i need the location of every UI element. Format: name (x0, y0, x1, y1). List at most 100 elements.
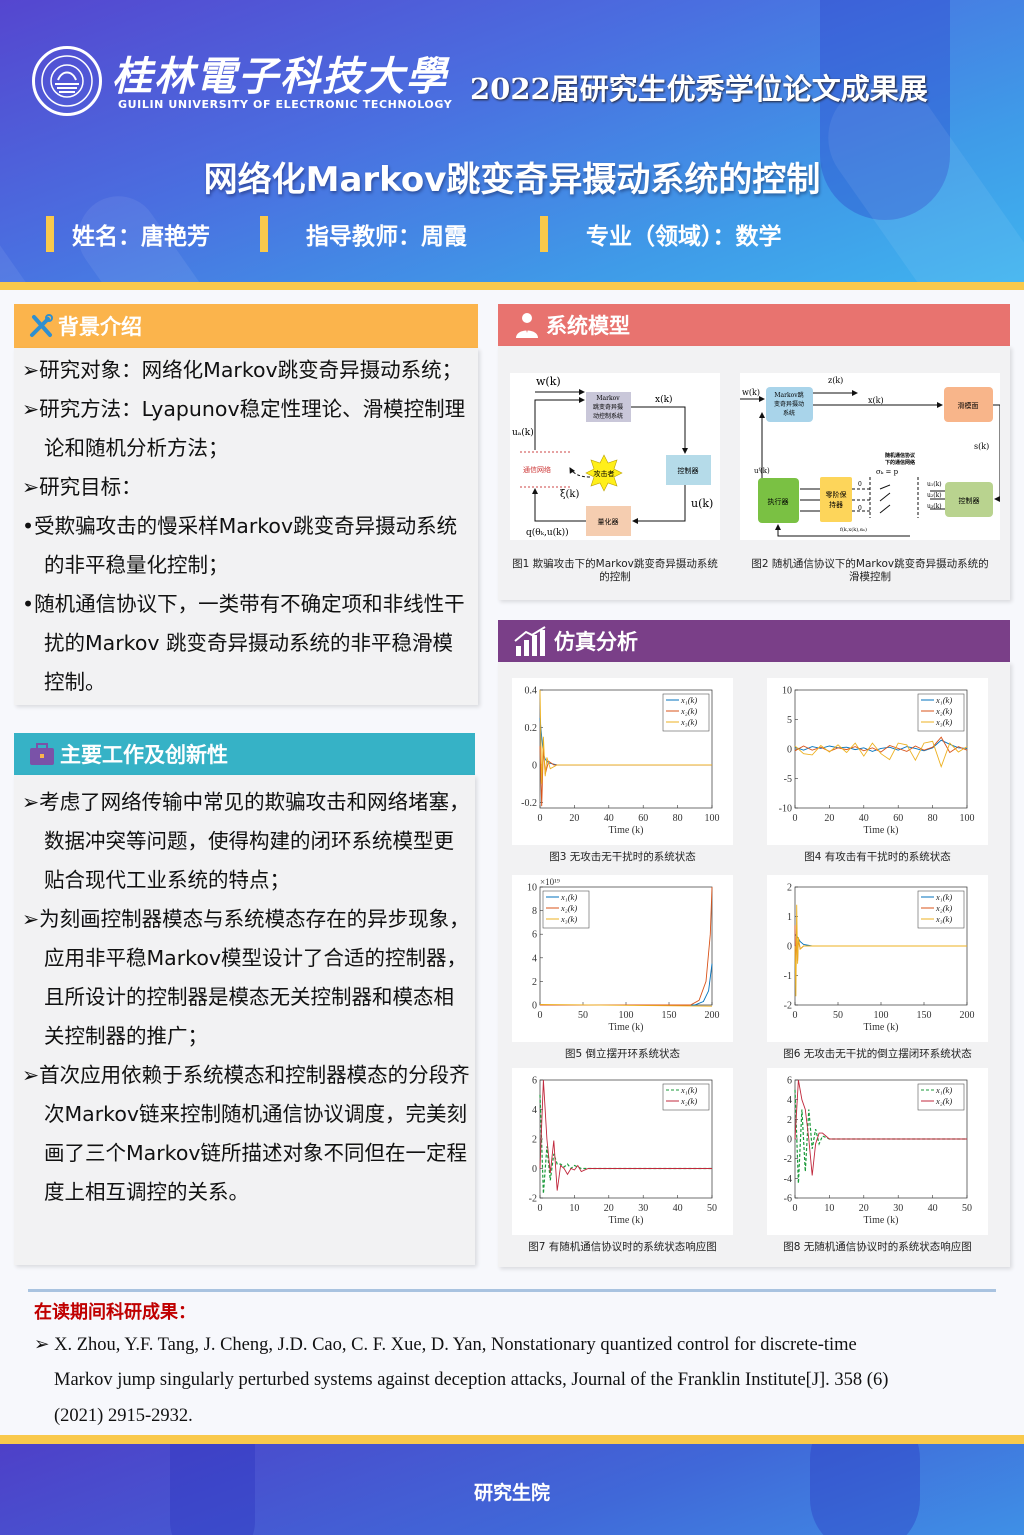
y-tick-label: 1 (787, 912, 792, 923)
figure-2-diagram: Markov跳 变奇异摄动 系统 滑模面 执行器 零阶保 持器 控制器 w(k)… (740, 373, 1001, 540)
y-tick-label: 0.2 (525, 723, 538, 734)
y-tick-label: 0 (787, 942, 792, 953)
legend-entry: x₁(k) (560, 892, 577, 902)
publication-line: ➢ X. Zhou, Y.F. Tang, J. Cheng, J.D. Cao… (34, 1335, 857, 1355)
legend-entry: x₂(k) (680, 706, 697, 716)
innovation-content: ➢考虑了网络传输中常见的欺骗攻击和网络堵塞，数据冲突等问题，使得构建的闭环系统模… (14, 775, 475, 1265)
x-tick-label: 200 (705, 1010, 720, 1021)
quantizer-block (586, 506, 631, 536)
series-line (794, 1089, 967, 1184)
svg-text:下的通信网络: 下的通信网络 (885, 459, 915, 466)
plant-block (586, 392, 631, 422)
x-axis-label: Time (k) (864, 1022, 899, 1033)
x-tick-label: 60 (638, 813, 648, 824)
x-tick-label: 0 (538, 1203, 543, 1214)
x-tick-label: 200 (960, 1010, 975, 1021)
section-title: 背景介绍 (58, 315, 142, 339)
x-tick-label: 0 (793, 1203, 798, 1214)
publications-heading: 在读期间科研成果： (34, 1302, 196, 1323)
svg-text:uᶠ(k): uᶠ(k) (754, 467, 770, 475)
series-line (794, 1079, 967, 1176)
x-tick-label: 10 (824, 1203, 834, 1214)
legend-entry: x₁(k) (935, 695, 952, 705)
poster-footer: 研究生院 (0, 1444, 1024, 1535)
section-header-background: 背景介绍 (14, 304, 478, 348)
svg-text:u₁(k): u₁(k) (927, 481, 942, 488)
innovation-item: ➢首次应用依赖于系统模态和控制器模态的分段齐次Markov链来控制随机通信协议调… (22, 1063, 470, 1204)
background-item: •受欺骗攻击的慢采样Markov跳变奇异摄动系统的非平稳量化控制； (22, 514, 458, 577)
poster-header: 桂林電子科技大學 GUILIN UNIVERSITY OF ELECTRONIC… (0, 0, 1024, 283)
legend-entry: x₁(k) (935, 892, 952, 902)
x-axis-label: Time (k) (609, 1215, 644, 1226)
y-tick-label: 8 (532, 906, 537, 917)
section-header-simulation: 仿真分析 (498, 620, 1010, 662)
legend-entry: x₃(k) (935, 717, 952, 727)
y-tick-label: -4 (784, 1174, 792, 1185)
y-tick-label: 2 (787, 1115, 792, 1126)
svg-text:变奇异摄动: 变奇异摄动 (774, 400, 804, 408)
legend-entry: x₂(k) (935, 903, 952, 913)
svg-text:s(k): s(k) (974, 442, 989, 451)
x-tick-label: 150 (662, 1010, 677, 1021)
svg-text:0: 0 (858, 481, 862, 488)
svg-text:执行器: 执行器 (768, 497, 789, 506)
x-axis-label: Time (k) (864, 825, 899, 836)
x-tick-label: 100 (619, 1010, 634, 1021)
legend-entry: x₃(k) (560, 914, 577, 924)
chart-caption: 图8 无随机通信协议时的系统状态响应图 (783, 1241, 972, 1253)
svg-text:系统: 系统 (783, 409, 795, 417)
chart-caption: 图5 倒立摆开环系统状态 (564, 1048, 681, 1060)
innovation-item: ➢考虑了网络传输中常见的欺骗攻击和网络堵塞，数据冲突等问题，使得构建的闭环系统模… (22, 790, 470, 892)
bar-chart-icon (514, 626, 546, 656)
y-tick-label: -0.2 (521, 798, 537, 809)
series-line (539, 1003, 713, 1007)
x-tick-label: 150 (917, 1010, 932, 1021)
y-tick-label: -2 (784, 1001, 792, 1012)
university-logo (32, 46, 102, 116)
y-tick-label: 0.4 (525, 686, 538, 697)
svg-text:x(k): x(k) (868, 396, 884, 405)
background-content: ➢研究对象：网络化Markov跳变奇异摄动系统； ➢研究方法：Lyapunov稳… (14, 348, 478, 705)
section-header-model: 系统模型 (498, 304, 1010, 346)
x-tick-label: 50 (578, 1010, 588, 1021)
x-tick-label: 20 (604, 1203, 614, 1214)
person-icon (516, 313, 538, 338)
x-tick-label: 30 (893, 1203, 903, 1214)
svg-text:随机通信协议: 随机通信协议 (885, 452, 916, 459)
svg-text:跳变奇异摄: 跳变奇异摄 (593, 403, 623, 411)
series-line (539, 689, 712, 784)
x-tick-label: 40 (859, 813, 869, 824)
y-tick-label: -2 (784, 1154, 792, 1165)
chart-caption: 图6 无攻击无干扰的倒立摆闭环系统状态 (783, 1048, 972, 1060)
controller-block (666, 455, 711, 485)
legend-entry: x₁(k) (680, 695, 697, 705)
svg-text:q(θₖ,u(k)): q(θₖ,u(k)) (526, 527, 569, 538)
y-tick-label: 2 (532, 1135, 537, 1146)
series-line (539, 1079, 712, 1191)
chart-caption: 图4 有攻击有干扰时的系统状态 (804, 851, 951, 863)
author-name: 姓名：唐艳芳 (72, 224, 210, 250)
svg-text:攻击者: 攻击者 (594, 469, 615, 478)
y-tick-label: 6 (532, 930, 537, 941)
series-line (539, 1094, 712, 1194)
legend-box (662, 1083, 710, 1111)
background-item: •随机通信协议下，一类带有不确定项和非线性干扰的Markov 跳变奇异摄动系统的… (22, 592, 465, 694)
section-title: 主要工作及创新性 (60, 743, 228, 767)
advisor-name: 指导教师：周霞 (306, 224, 467, 250)
publication-line: (2021) 2915-2932. (54, 1406, 193, 1426)
y-tick-label: 6 (787, 1076, 792, 1087)
series-line (794, 904, 967, 997)
chart-caption: 图7 有随机通信协议时的系统状态响应图 (528, 1241, 717, 1253)
x-tick-label: 0 (793, 813, 798, 824)
svg-text:通信网络: 通信网络 (523, 465, 551, 474)
y-tick-label: 0 (532, 760, 537, 771)
legend-entry: x₃(k) (680, 717, 697, 727)
svg-text:控制器: 控制器 (959, 496, 980, 505)
section-header-innovation: 主要工作及创新性 (14, 733, 475, 775)
author-info: 姓名：唐艳芳 (46, 216, 210, 252)
x-tick-label: 40 (604, 813, 614, 824)
